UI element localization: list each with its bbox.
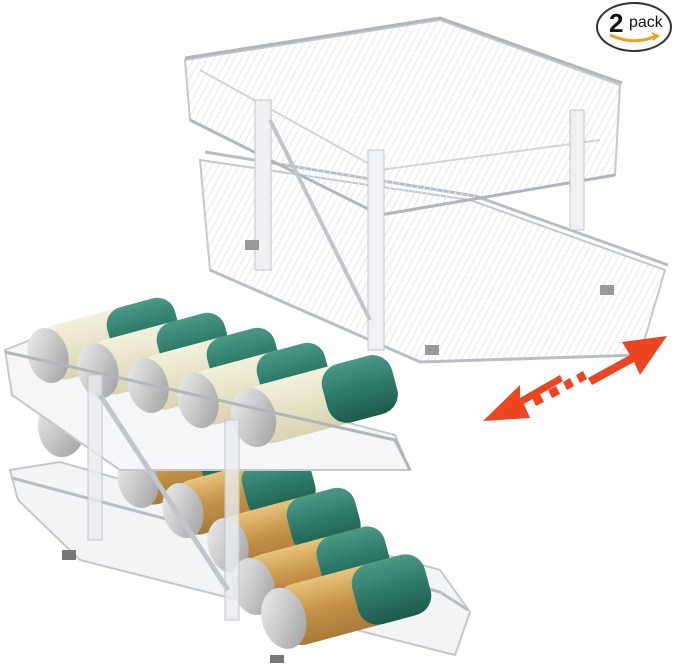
smile-arrow-icon	[609, 32, 660, 43]
pack-count-badge: 2 pack	[596, 2, 676, 56]
top-tier-cans	[27, 297, 398, 447]
badge-label: pack	[629, 14, 663, 31]
slide-direction-arrow	[483, 336, 667, 421]
empty-organizer	[183, 16, 669, 364]
loaded-organizer	[3, 297, 472, 663]
badge-number: 2	[609, 8, 624, 38]
badge-oval	[596, 2, 672, 52]
